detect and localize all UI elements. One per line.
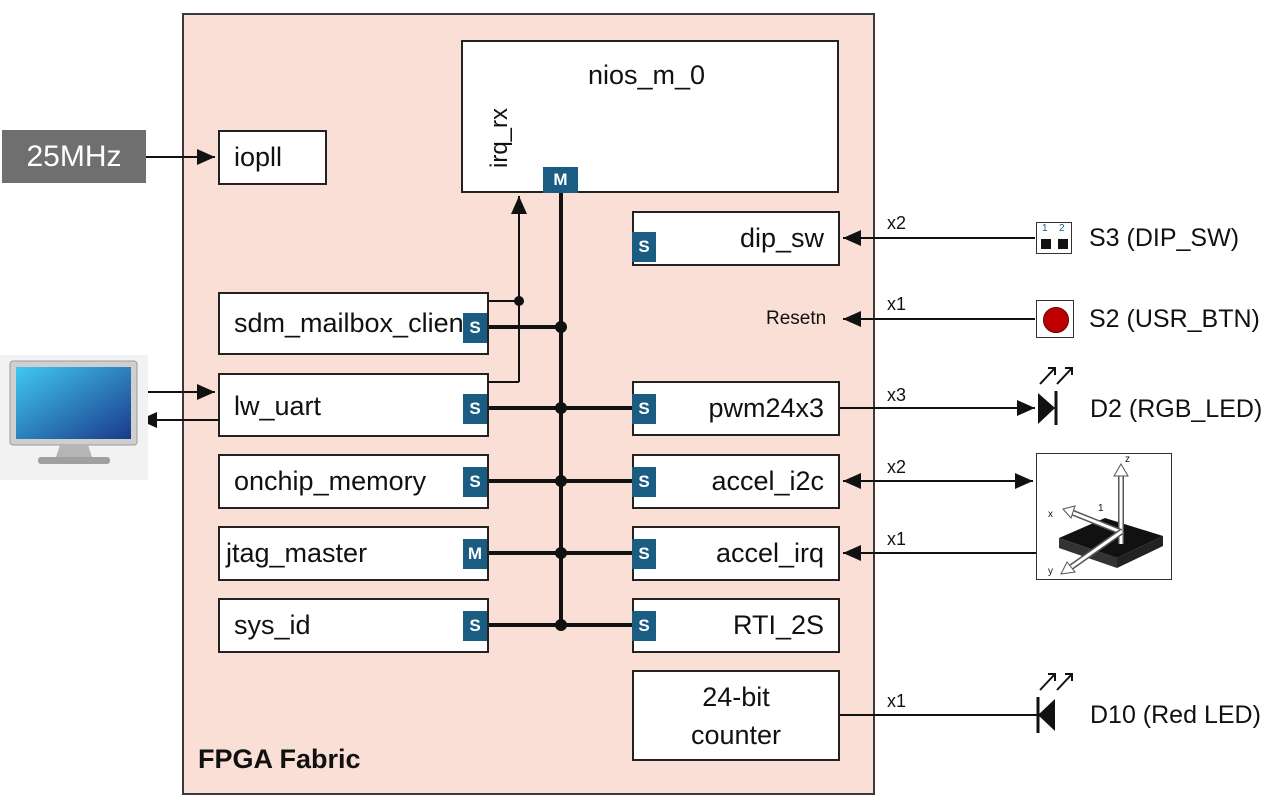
lw-uart-block[interactable]: lw_uart: [218, 373, 489, 437]
accel-irq-label: accel_irq: [715, 538, 824, 568]
monitor-icon: [0, 355, 148, 480]
dip-switch-label: S3 (DIP_SW): [1089, 224, 1240, 252]
counter-block[interactable]: 24-bit counter: [632, 670, 840, 761]
rti-2s-block[interactable]: RTI_2S: [632, 598, 840, 653]
dip-switch-icon: 1 2: [1036, 222, 1072, 254]
accel-i2c-label: accel_i2c: [711, 466, 824, 496]
accelerometer-icon: z x y 1: [1036, 453, 1172, 580]
rti-2s-label: RTI_2S: [732, 610, 824, 640]
iopll-label: iopll: [234, 142, 283, 172]
bus-width-rgb: x3: [887, 385, 907, 405]
cpu-block[interactable]: [461, 40, 839, 193]
axis-z-label: z: [1125, 454, 1130, 465]
bus-width-irq: x1: [887, 529, 907, 549]
lw-uart-label: lw_uart: [234, 391, 322, 421]
pin1-label: 1: [1098, 503, 1104, 514]
sys-id-port: S: [463, 611, 487, 641]
button-icon: [1036, 300, 1074, 338]
cpu-master-port: M: [543, 167, 578, 193]
bus-width-button: x1: [887, 294, 907, 314]
dip-sw-port: S: [632, 232, 656, 262]
clock-source: 25MHz: [2, 130, 146, 183]
sys-id-label: sys_id: [234, 610, 311, 640]
jtag-master-block[interactable]: jtag_master: [218, 526, 489, 581]
rti-2s-port: S: [632, 611, 656, 641]
onchip-memory-port: S: [463, 467, 487, 497]
accel-i2c-block[interactable]: accel_i2c: [632, 454, 840, 509]
lw-uart-port: S: [463, 394, 487, 424]
axis-y-label: y: [1048, 566, 1053, 577]
reset-label: Resetn: [766, 308, 827, 329]
dip-pin-1: 1: [1042, 223, 1048, 234]
jtag-master-label: jtag_master: [226, 538, 368, 568]
fpga-fabric-label: FPGA Fabric: [198, 744, 361, 774]
bus-width-dip: x2: [887, 213, 907, 233]
onchip-memory-label: onchip_memory: [234, 466, 427, 496]
jtag-master-port: M: [463, 539, 487, 569]
dip-sw-label: dip_sw: [739, 223, 824, 253]
bus-width-i2c: x2: [887, 457, 907, 477]
accel-i2c-port: S: [632, 467, 656, 497]
bus-width-led: x1: [887, 691, 907, 711]
pwm24x3-block[interactable]: pwm24x3: [632, 381, 840, 436]
accel-irq-port: S: [632, 539, 656, 569]
pwm24x3-port: S: [632, 394, 656, 424]
pwm24x3-label: pwm24x3: [708, 393, 824, 423]
rgb-led-label: D2 (RGB_LED): [1090, 395, 1263, 423]
button-label: S2 (USR_BTN): [1089, 305, 1260, 333]
sdm-mailbox-client-label: sdm_mailbox_client: [234, 308, 472, 338]
iopll-block[interactable]: iopll: [218, 130, 327, 185]
sys-id-block[interactable]: sys_id: [218, 598, 489, 653]
sdm-mailbox-client-port: S: [463, 313, 487, 343]
dip-pin-2: 2: [1059, 223, 1065, 234]
onchip-memory-block[interactable]: onchip_memory: [218, 454, 489, 509]
dip-sw-block[interactable]: dip_sw: [632, 211, 840, 266]
counter-label: 24-bit counter: [690, 681, 782, 750]
axis-x-label: x: [1048, 509, 1053, 520]
cpu-name: nios_m_0: [588, 60, 706, 90]
sdm-mailbox-client-block[interactable]: sdm_mailbox_client: [218, 292, 489, 355]
red-led-label: D10 (Red LED): [1090, 701, 1261, 729]
